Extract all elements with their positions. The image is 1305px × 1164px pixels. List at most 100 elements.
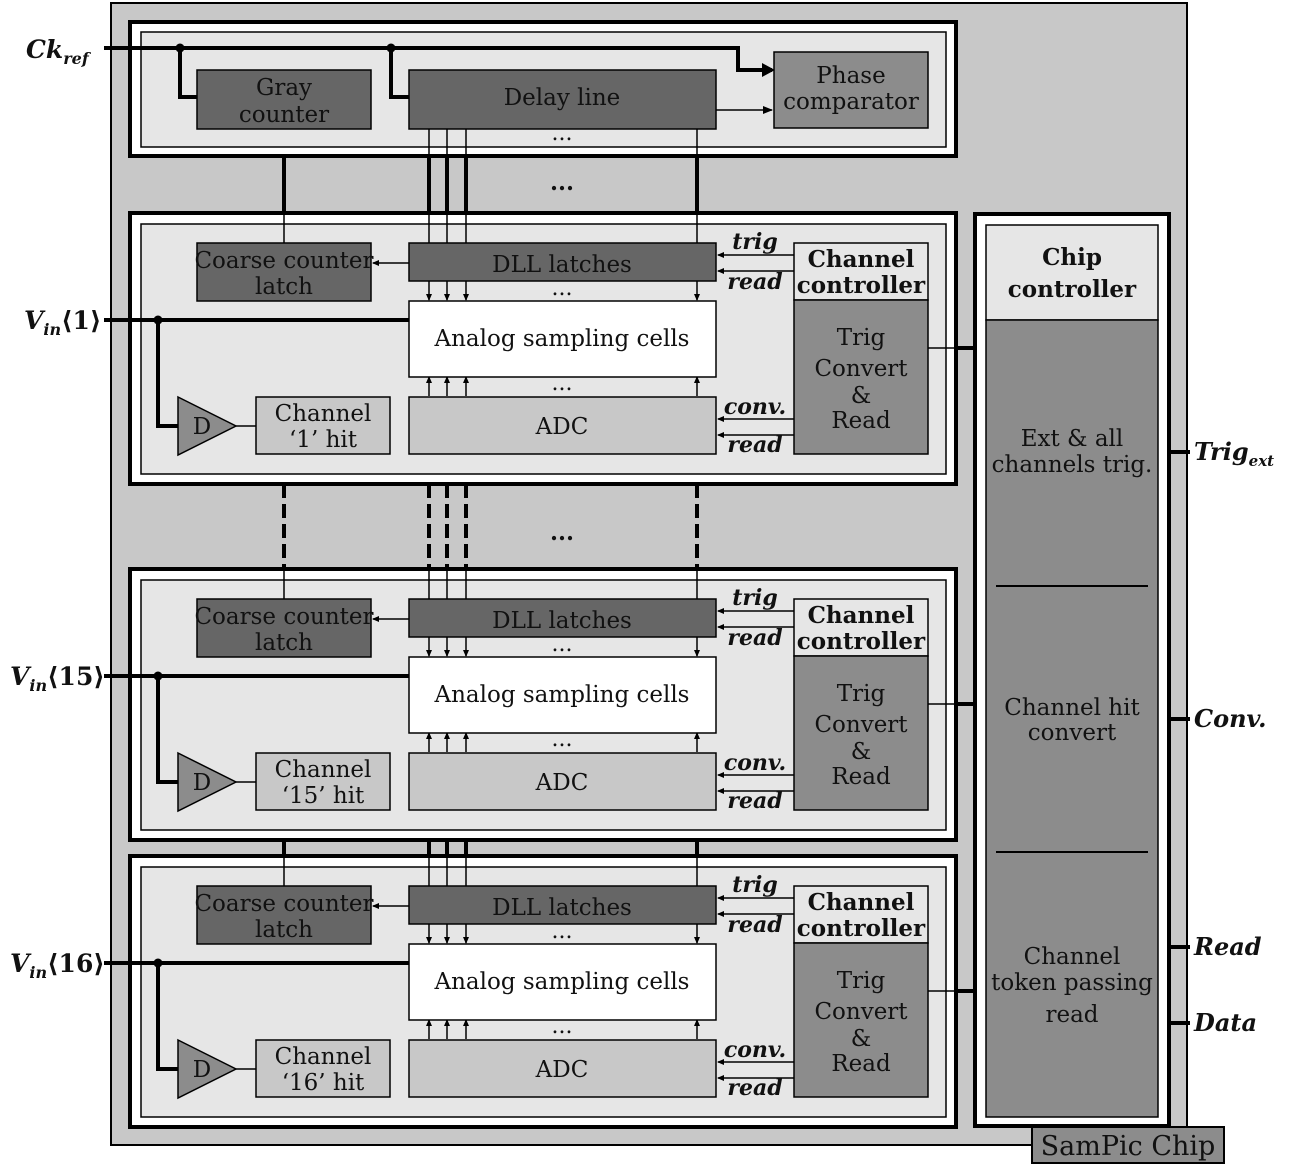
coarse-counter-label-2: latch xyxy=(255,274,313,300)
channel-hit-label-1: Channel xyxy=(275,401,372,427)
dll-latches-box xyxy=(408,598,717,638)
chip-controller: Chip controller Ext & all channels trig.… xyxy=(973,212,1171,1128)
discriminator-label: D xyxy=(193,1057,211,1083)
input-pins: Ckref xyxy=(26,35,130,68)
chip-controller-hit-convert-2: convert xyxy=(1028,720,1117,746)
signal-read-bottom: read xyxy=(727,1075,782,1101)
analog-sampling-box xyxy=(408,300,717,378)
phase-comparator-label-1: Phase xyxy=(816,63,885,89)
dll-latches-label: DLL latches xyxy=(492,608,632,634)
coarse-counter-label-1: Coarse counter xyxy=(194,891,373,917)
adc-dots: ... xyxy=(552,727,573,752)
channel-controller-body-2: Convert xyxy=(814,999,908,1025)
adc-label: ADC xyxy=(535,1057,589,1083)
signal-read-bottom: read xyxy=(727,432,782,458)
vin-1-pin: Vin⟨1⟩ xyxy=(24,306,101,339)
chip-controller-token-2: token passing xyxy=(991,970,1153,996)
channel-hit-box xyxy=(255,752,391,811)
chip-controller-hit-convert-1: Channel hit xyxy=(1004,695,1140,721)
adc-label: ADC xyxy=(535,414,589,440)
signal-read-top: read xyxy=(727,269,782,295)
coarse-counter-label-2: latch xyxy=(255,917,313,943)
channel-controller-title-box xyxy=(793,885,929,944)
discriminator-label: D xyxy=(193,770,211,796)
analog-sampling-label: Analog sampling cells xyxy=(434,326,690,352)
dll-latches-box xyxy=(408,885,717,925)
channel-hit-box xyxy=(255,1039,391,1098)
chip-label: SamPic Chip xyxy=(1041,1131,1216,1162)
adc-box xyxy=(408,752,717,811)
dll-latches-dots: ... xyxy=(552,276,573,301)
channel-controller-body-4: Read xyxy=(831,764,891,790)
gray-counter-label-2: counter xyxy=(239,102,329,128)
discriminator-symbol xyxy=(177,751,238,813)
signal-trig: trig xyxy=(732,585,778,611)
conv-pin: Conv. xyxy=(1194,704,1266,733)
phase-comparator-label-2: comparator xyxy=(783,89,919,115)
channel-controller-body-4: Read xyxy=(831,408,891,434)
trig-ext-pin: Trigext xyxy=(1194,437,1274,470)
discriminator-symbol xyxy=(177,1038,238,1100)
ck-ref-pin: Ckref xyxy=(26,35,92,68)
data-pin: Data xyxy=(1193,1008,1257,1037)
channel-controller-body-2: Convert xyxy=(814,712,908,738)
channel-hit-label-2: ‘15’ hit xyxy=(282,783,365,809)
channel-controller-body-3: & xyxy=(851,739,871,765)
signal-conv: conv. xyxy=(724,750,786,776)
gray-counter-box xyxy=(196,69,372,130)
gap-dots-middle: ... xyxy=(550,519,574,546)
coarse-counter-box xyxy=(196,242,372,302)
delay-line-box xyxy=(408,69,717,130)
dll-latches-label: DLL latches xyxy=(492,252,632,278)
gray-counter-label-1: Gray xyxy=(256,75,312,101)
dll-block: Gray counter Delay line ... Phase compar… xyxy=(104,20,958,158)
adc-label: ADC xyxy=(535,770,589,796)
vin-15-pin: Vin⟨15⟩ xyxy=(10,662,105,695)
chip-controller-ext-trig-2: channels trig. xyxy=(992,452,1153,478)
gap-dots-top: ... xyxy=(550,169,574,196)
signal-conv: conv. xyxy=(724,1037,786,1063)
channel-controller-title-1: Channel xyxy=(808,889,915,916)
dll-latches-box xyxy=(408,242,717,282)
channel-controller-title-2: controller xyxy=(797,628,926,655)
analog-sampling-box xyxy=(408,943,717,1021)
delay-line-label: Delay line xyxy=(504,85,621,111)
channel-controller-body-3: & xyxy=(851,1026,871,1052)
chip-controller-token-3: read xyxy=(1045,1002,1098,1028)
interconnect: ...... xyxy=(282,129,699,886)
adc-box xyxy=(408,1039,717,1098)
adc-dots: ... xyxy=(552,1014,573,1039)
channel-controller-title-2: controller xyxy=(797,272,926,299)
coarse-counter-box xyxy=(196,885,372,945)
signal-read-top: read xyxy=(727,912,782,938)
output-pins: Trigext Conv. Read Data xyxy=(1169,437,1274,1037)
discriminator-label: D xyxy=(193,414,211,440)
channel-hit-label-1: Channel xyxy=(275,1044,372,1070)
analog-sampling-label: Analog sampling cells xyxy=(434,682,690,708)
chip-controller-title-1: Chip xyxy=(1042,244,1102,271)
channel-controller-title-2: controller xyxy=(797,915,926,942)
channel-hit-box xyxy=(255,396,391,455)
signal-read-bottom: read xyxy=(727,788,782,814)
channel-controller-body-box xyxy=(793,299,929,455)
dll-latches-dots: ... xyxy=(552,919,573,944)
signal-trig: trig xyxy=(732,229,778,255)
coarse-counter-label-2: latch xyxy=(255,630,313,656)
analog-sampling-label: Analog sampling cells xyxy=(434,969,690,995)
coarse-counter-label-1: Coarse counter xyxy=(194,248,373,274)
channel-controller-body-1: Trig xyxy=(837,681,886,707)
channel-controller-body-2: Convert xyxy=(814,356,908,382)
coarse-counter-box xyxy=(196,598,372,658)
analog-sampling-box xyxy=(408,656,717,734)
delay-line-dots: ... xyxy=(552,121,573,146)
channel-hit-label-1: Channel xyxy=(275,757,372,783)
chip-controller-token-1: Channel xyxy=(1024,944,1121,970)
channel-controller-body-1: Trig xyxy=(837,968,886,994)
chip-controller-title-2: controller xyxy=(1008,276,1137,303)
signal-conv: conv. xyxy=(724,394,786,420)
channel-controller-title-1: Channel xyxy=(808,602,915,629)
